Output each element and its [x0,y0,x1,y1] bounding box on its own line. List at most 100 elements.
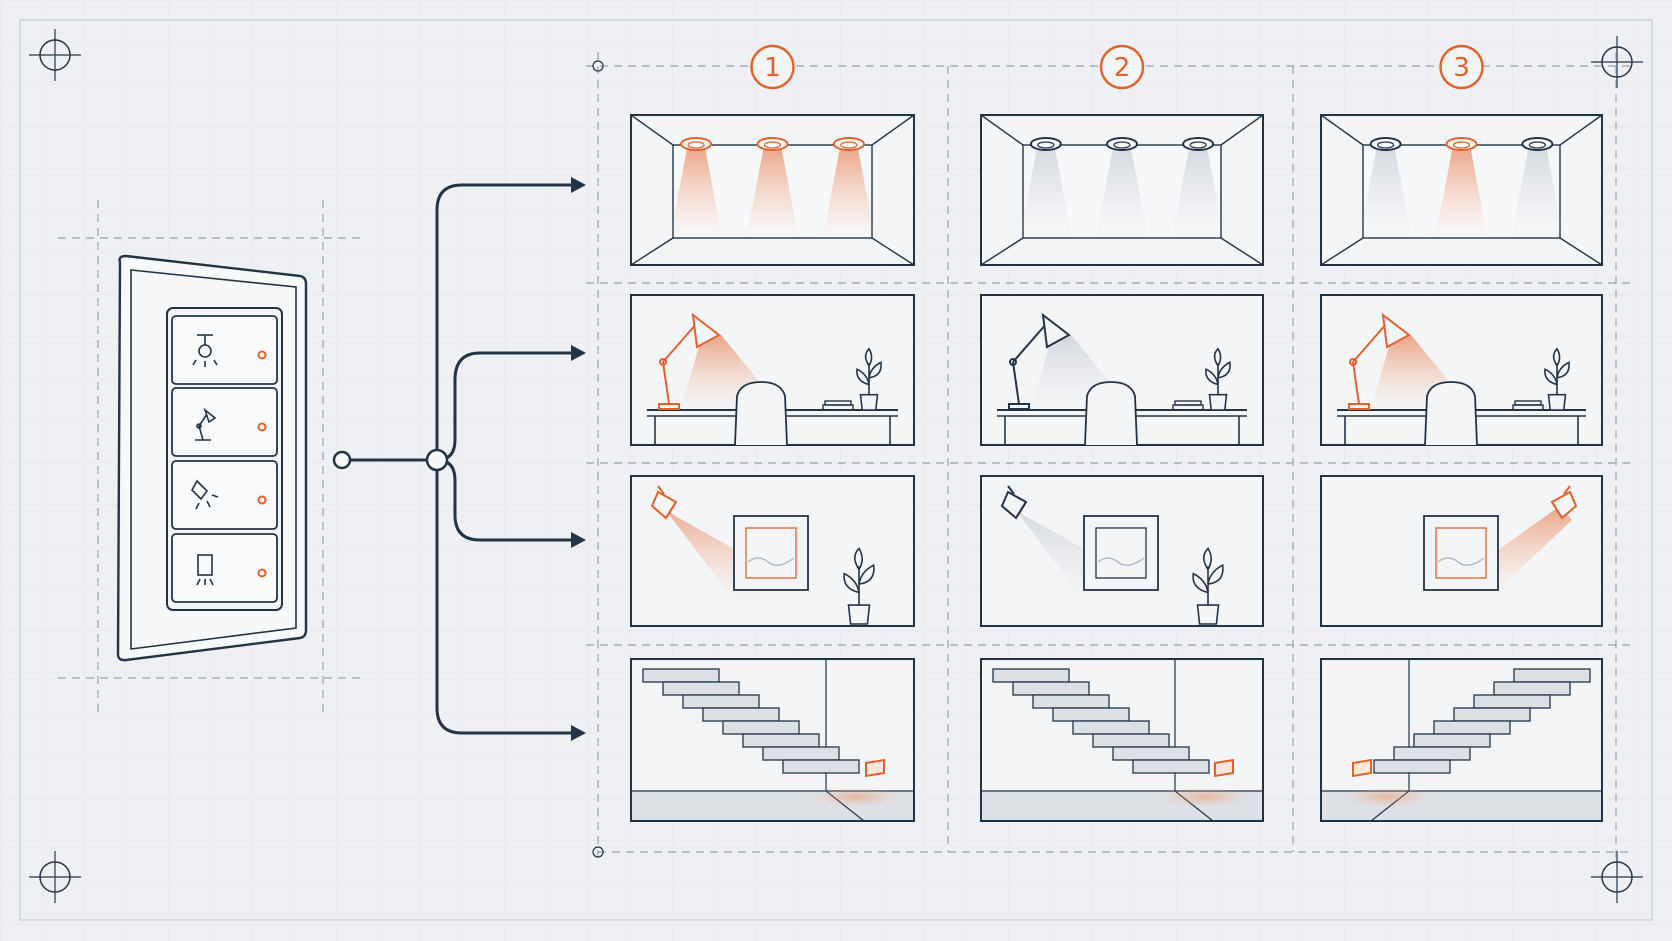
connector-branch-4 [435,460,575,735]
room-edge [1320,237,1364,266]
corner-mark-3 [29,851,81,903]
book [1512,404,1544,411]
potted-plant [1205,347,1231,411]
desk-scene-2 [980,294,1264,446]
desk-lamp-icon [195,407,217,441]
panel-button-3 [171,460,278,530]
recessed-light-lens [1528,141,1547,149]
scene-number-label: 1 [764,53,781,83]
artwork-landscape [1437,557,1485,566]
step-light-on [1214,758,1234,778]
scene-number-badge [750,44,795,90]
ceiling-scene-3 [1320,114,1603,266]
spotlight-on [1550,485,1578,520]
scene-header-2: 2 [1099,44,1145,90]
light-beam-off [1359,148,1412,238]
room-edge [980,114,1024,146]
stair-step [1513,668,1591,683]
book [822,404,854,411]
stair-step [1413,733,1491,748]
scene-headers: 1 2 3 [750,44,1484,90]
panel-button-1 [171,315,278,385]
desk-lamp-off [1008,312,1071,410]
stair-step [1072,720,1150,735]
light-beam-off [1172,148,1225,238]
light-beam-off [1019,148,1072,238]
room-edge [980,237,1024,266]
staircase [642,668,860,774]
artwork-mat [1095,527,1147,579]
artwork-frame [1083,515,1159,591]
artwork-landscape [1097,557,1145,566]
spotlight-icon [191,479,219,510]
desk-scene-1 [630,294,915,446]
recessed-light-lens [1037,141,1055,149]
stair-step [1032,694,1110,709]
panel-button-face [171,460,278,530]
ceiling-scene-2 [980,114,1264,266]
scene-number-label: 3 [1453,53,1470,83]
room-edge [1220,114,1264,146]
potted-plant [1544,347,1570,411]
staircase [992,668,1210,774]
guide-node [592,60,604,72]
office-chair [1084,381,1138,446]
stair-scene-1 [630,658,915,822]
recessed-light-lens [687,141,705,149]
arrowhead-1 [571,177,586,193]
staircase [1373,668,1591,774]
step-light-on [1352,758,1372,778]
floor-glow [1161,787,1249,807]
arrowhead-4 [571,725,586,741]
stair-step [742,733,820,748]
room-edge [630,237,674,266]
corner-mark-4 [1591,851,1643,903]
light-beam-on [1435,148,1488,238]
room-edge [871,237,915,266]
signal-connector [332,177,586,741]
connector-start-node [332,450,352,470]
stair-step [702,707,780,722]
scene-header-3: 3 [1439,44,1484,90]
room-edge [871,114,915,146]
arrowhead-3 [571,532,586,548]
scene-number-label: 2 [1114,53,1131,83]
scene-number-badge [1439,44,1484,90]
panel-button-face [171,315,278,385]
light-beam-on [746,148,799,238]
outer-frame [19,19,1653,921]
artwork-scene-2 [980,475,1264,627]
artwork-frame [1423,515,1499,591]
stair-step [1453,707,1531,722]
light-beam-off [1511,148,1564,238]
corner-mark-1 [29,29,81,81]
stair-step [1393,746,1471,761]
stair-step [762,746,840,761]
potted-plant [843,547,875,625]
stair-step [1433,720,1511,735]
status-led [257,568,267,578]
light-beam-on [670,148,723,238]
wall-control-panel [116,254,308,662]
recessed-light-lens [1189,141,1207,149]
recessed-light-lens [1376,141,1395,149]
artwork-scene-1 [630,475,915,627]
status-led [257,422,267,432]
panel-button-face [171,533,278,603]
desk-scene-3 [1320,294,1603,446]
artwork-frame [733,515,809,591]
panel-button-face [171,387,278,457]
panel-inner-plate [130,269,297,650]
panel-button-2 [171,387,278,457]
stair-step [1092,733,1170,748]
stair-step [1473,694,1551,709]
arrowhead-2 [571,345,586,361]
artwork-mat [745,527,797,579]
potted-plant [856,347,882,411]
guide-node [592,846,604,858]
office-chair [1424,381,1478,446]
recessed-light-lens [840,141,858,149]
stair-scene-3 [1320,658,1603,822]
pendant-light-icon [192,334,218,367]
